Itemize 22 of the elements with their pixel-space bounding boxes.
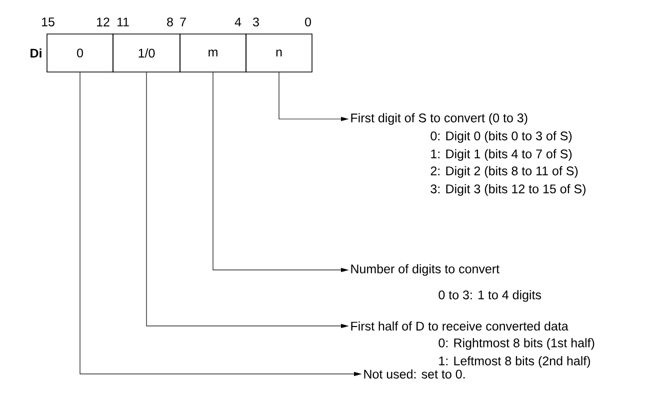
- bit-number: 11: [117, 18, 129, 26]
- description-line: 1: Digit 1 (bits 4 to 7 of S): [431, 149, 572, 161]
- bit-number: 3: [253, 18, 259, 26]
- description-line: 0 to 3: 1 to 4 digits: [438, 290, 542, 302]
- description-heading: First half of D to receive converted data: [351, 321, 568, 331]
- bit-number: 7: [180, 18, 186, 26]
- bit-field-cell: 1/0: [112, 34, 180, 72]
- bit-field-cell: 0: [46, 34, 114, 72]
- description-heading: Number of digits to convert: [351, 264, 500, 276]
- bit-number: 8: [167, 18, 173, 26]
- bit-number: 15: [42, 18, 54, 26]
- description-line: 2: Digit 2 (bits 8 to 11 of S): [430, 166, 578, 178]
- bit-number: 4: [234, 18, 242, 26]
- description-line: 1: Leftmost 8 bits (2nd half): [439, 356, 590, 368]
- description-line: 0: Rightmost 8 bits (1st half): [438, 338, 594, 350]
- description-line: 0: Digit 0 (bits 0 to 3 of S): [430, 131, 572, 143]
- description-heading: First digit of S to convert (0 to 3): [351, 113, 528, 125]
- description-heading: Not used: set to 0.: [364, 369, 465, 379]
- bit-field-cell: m: [180, 34, 246, 72]
- description-line: 3: Digit 3 (bits 12 to 15 of S): [430, 184, 586, 196]
- bit-number: 12: [97, 18, 110, 26]
- bit-field-cell: n: [246, 34, 312, 72]
